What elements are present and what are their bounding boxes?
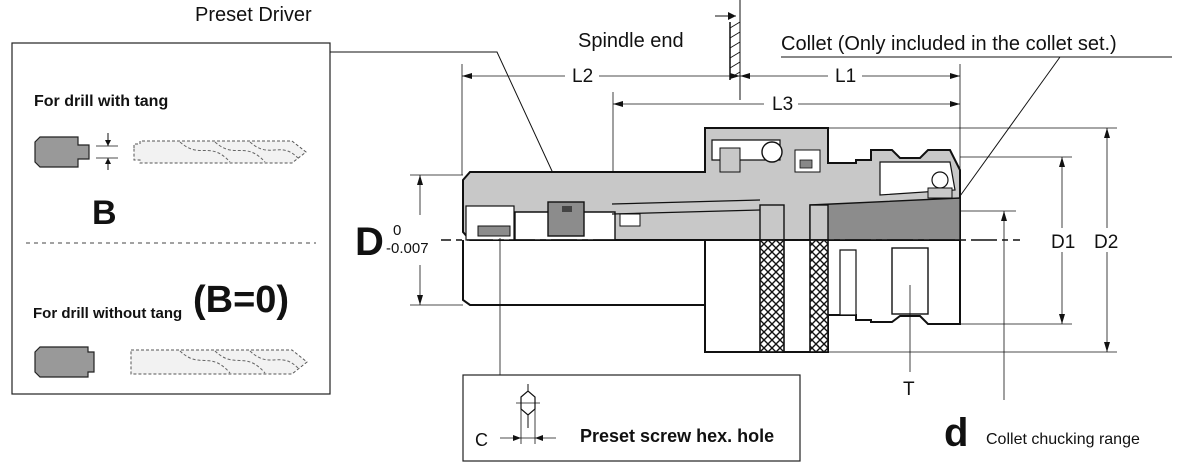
spindle-end-label: Spindle end (578, 30, 684, 52)
hex-hole-label: Preset screw hex. hole (580, 426, 774, 446)
l3-label: L3 (772, 94, 793, 115)
c-label: C (475, 430, 488, 450)
d-small-label: d (944, 411, 968, 455)
with-tang-label: For drill with tang (34, 93, 168, 110)
t-label: T (903, 379, 915, 400)
top-dimensions (461, 0, 961, 215)
hex-key-icon (500, 384, 556, 444)
collet-leader (954, 56, 1061, 204)
d-tol-upper: 0 (393, 222, 401, 239)
d-tol-lower: -0.007 (386, 240, 429, 257)
d-small-dimension (960, 210, 1016, 400)
d-dimension (355, 174, 463, 306)
d1-label: D1 (1051, 232, 1075, 253)
preset-driver-leader (330, 51, 571, 211)
holder-body (425, 127, 1020, 353)
without-tang-label: For drill without tang (33, 305, 182, 322)
drill-with-tang-icon (34, 133, 307, 170)
l2-label: L2 (572, 66, 593, 87)
drill-without-tang-icon (34, 346, 308, 378)
collet-range-label: Collet chucking range (986, 431, 1140, 448)
b-zero-label: (B=0) (193, 279, 289, 321)
tang-panel: For drill with tang B For drill without … (11, 42, 331, 395)
collet-note-label: Collet (Only included in the collet set.… (781, 33, 1117, 55)
d2-label: D2 (1094, 232, 1118, 253)
l1-label: L1 (835, 66, 856, 87)
d-label: D (355, 220, 384, 264)
d1-d2-dimensions (828, 127, 1123, 353)
b-label: B (92, 194, 117, 232)
title-label: Preset Driver (195, 4, 312, 26)
hex-hole-detail (462, 238, 801, 462)
